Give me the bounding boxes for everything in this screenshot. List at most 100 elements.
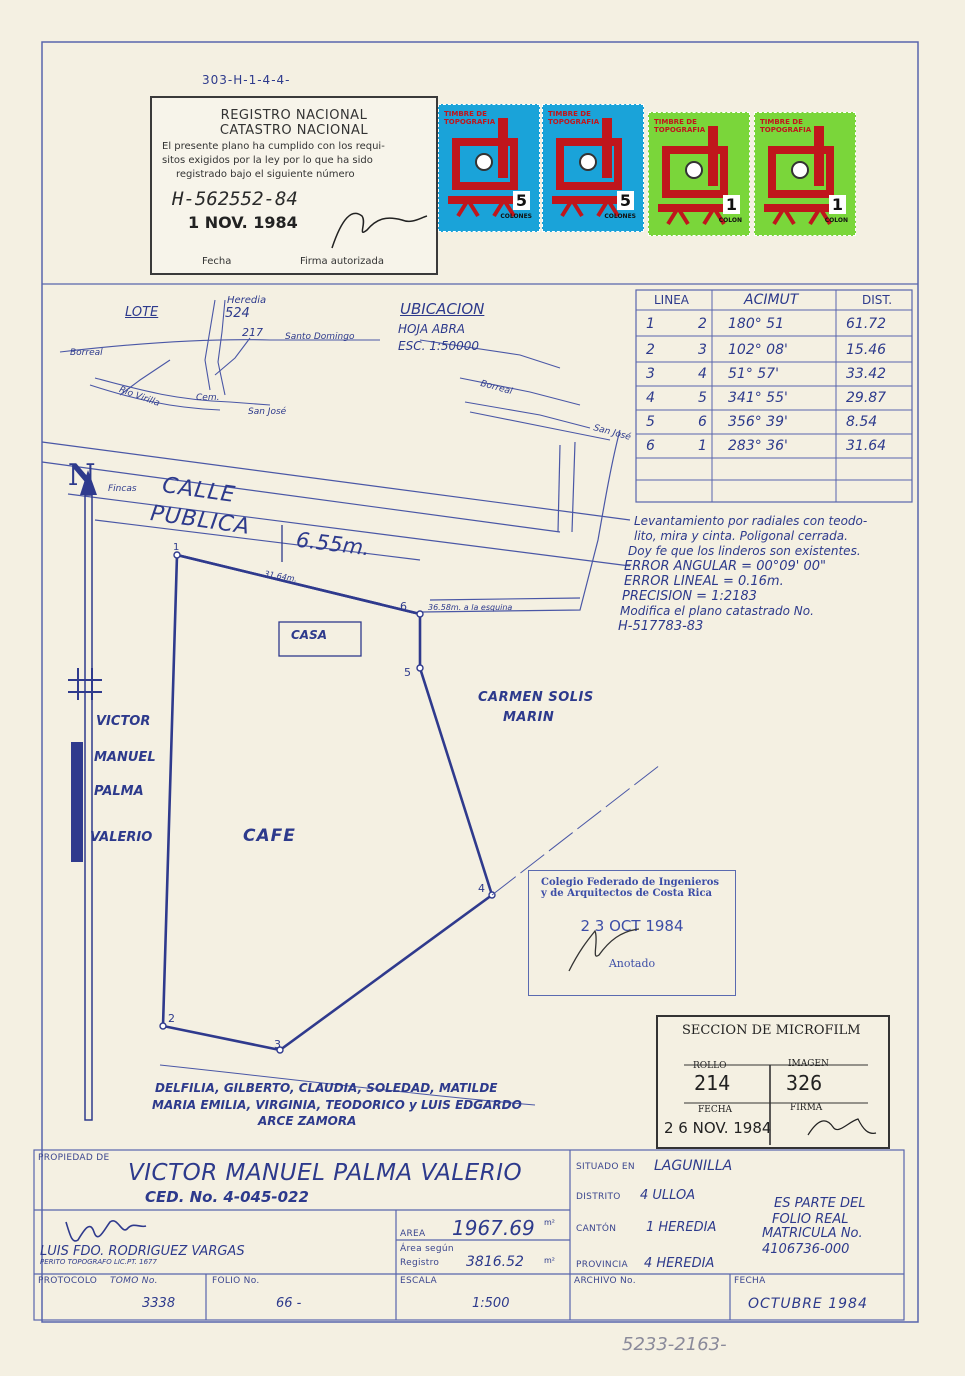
rollo-value: 214 bbox=[694, 1071, 731, 1095]
topografo-sub: PERITO TOPOGRAFO LIC.PT. 1677 bbox=[40, 1258, 157, 1266]
escala-label: ESCALA bbox=[400, 1276, 438, 1286]
footer-grid bbox=[33, 1149, 905, 1321]
cell-acimut: 180° 51 bbox=[728, 316, 784, 332]
stamp-art bbox=[658, 126, 728, 226]
area-value: 1967.69 bbox=[452, 1216, 535, 1240]
registro-text-2: sitos exigidos por la ley por lo que ha … bbox=[162, 155, 373, 166]
cell-acimut: 102° 08' bbox=[728, 342, 788, 358]
cell-to: 2 bbox=[698, 316, 707, 332]
microfilm-firma-label: FIRMA bbox=[790, 1103, 823, 1113]
parte-1: ES PARTE DEL bbox=[774, 1196, 866, 1211]
parte-2: FOLIO REAL bbox=[772, 1212, 849, 1227]
stamp-art bbox=[764, 126, 834, 226]
note-8: H-517783-83 bbox=[618, 619, 704, 634]
cell-dist: 61.72 bbox=[846, 316, 887, 332]
cell-dist: 29.87 bbox=[846, 390, 887, 406]
stamp-unit: COLONES bbox=[604, 213, 636, 220]
area-label: AREA bbox=[400, 1229, 426, 1239]
registro-box: REGISTRO NACIONAL CATASTRO NACIONAL El p… bbox=[150, 96, 438, 275]
n217-label: 217 bbox=[242, 326, 263, 339]
ref-number: 303-H-1-4-4- bbox=[202, 73, 291, 87]
north-label: N bbox=[68, 458, 96, 493]
vecino-sur-1: DELFILIA, GILBERTO, CLAUDIA, SOLEDAD, MA… bbox=[155, 1081, 498, 1095]
vertex-6: 6 bbox=[400, 600, 407, 613]
registro-title: REGISTRO NACIONAL bbox=[220, 108, 368, 123]
folio-label: FOLIO No. bbox=[212, 1276, 260, 1286]
cell-dist: 15.46 bbox=[846, 342, 887, 358]
microfilm-stamp: SECCION DE MICROFILM ROLLO IMAGEN 214 32… bbox=[656, 1015, 890, 1149]
provincia-value: 4 HEREDIA bbox=[644, 1256, 715, 1271]
note-4: ERROR ANGULAR = 00°09' 00" bbox=[624, 559, 827, 574]
stamp-value: 1 bbox=[722, 195, 740, 214]
cell-from: 2 bbox=[646, 342, 655, 358]
vertex-3: 3 bbox=[274, 1038, 281, 1051]
imagen-value: 326 bbox=[786, 1071, 823, 1095]
catastro-title: CATASTRO NACIONAL bbox=[219, 123, 369, 138]
colegio-anotado: Anotado bbox=[608, 957, 656, 970]
parte-3: MATRICULA No. bbox=[762, 1226, 863, 1241]
vertex-2: 2 bbox=[168, 1012, 175, 1025]
esquina-label: 36.58m. a la esquina bbox=[428, 603, 513, 612]
cell-acimut: 341° 55' bbox=[728, 390, 788, 406]
tomo-value: 3338 bbox=[142, 1296, 176, 1311]
th-acimut: ACIMUT bbox=[744, 292, 799, 308]
registro-signature bbox=[331, 212, 428, 249]
fecha-label-footer: FECHA bbox=[734, 1276, 766, 1286]
stamp-unit: COLON bbox=[718, 217, 742, 224]
microfilm-fecha-label: FECHA bbox=[698, 1105, 733, 1115]
th-linea: LINEA bbox=[654, 293, 689, 307]
casa-outline bbox=[278, 621, 362, 657]
street-lines bbox=[41, 429, 631, 613]
vecino-oeste-2: MANUEL bbox=[94, 750, 156, 765]
bottom-ref: 5233-2163- bbox=[622, 1334, 727, 1355]
table-frame bbox=[635, 289, 913, 503]
area-registro-unit: m² bbox=[544, 1256, 555, 1265]
propietario: VICTOR MANUEL PALMA VALERIO bbox=[128, 1160, 523, 1186]
cell-from: 5 bbox=[646, 414, 655, 430]
situado-label: SITUADO EN bbox=[576, 1162, 635, 1172]
stamp-label: TIMBRE DE TOPOGRAFIA bbox=[548, 110, 600, 126]
archivo-label: ARCHIVO No. bbox=[574, 1276, 636, 1286]
stamp-value: 5 bbox=[512, 191, 530, 210]
fincas-label: Fincas bbox=[108, 484, 137, 494]
cell-dist: 33.42 bbox=[846, 366, 887, 382]
stamp-label: TIMBRE DE TOPOGRAFIA bbox=[654, 118, 706, 134]
folio-value: 66 - bbox=[276, 1296, 302, 1311]
vertex-5: 5 bbox=[404, 666, 411, 679]
casa-label: CASA bbox=[291, 628, 328, 642]
cell-to: 4 bbox=[698, 366, 707, 382]
stamp-label: TIMBRE DE TOPOGRAFIA bbox=[444, 110, 496, 126]
cedula: CED. No. 4-045-022 bbox=[145, 1188, 309, 1206]
cell-acimut: 356° 39' bbox=[728, 414, 788, 430]
cell-from: 4 bbox=[646, 390, 655, 406]
cell-to: 1 bbox=[698, 438, 707, 454]
lote-label: LOTE bbox=[125, 305, 159, 320]
colegio-signature bbox=[568, 928, 640, 972]
vertex-1: 1 bbox=[173, 542, 180, 553]
registro-text: El presente plano ha cumplido con los re… bbox=[152, 138, 436, 182]
distrito-label: DISTRITO bbox=[576, 1192, 621, 1202]
cem-label: Cem. bbox=[196, 393, 220, 403]
n524-label: 524 bbox=[225, 306, 250, 321]
note-1: Levantamiento por radiales con teodo- bbox=[634, 514, 868, 528]
provincia-label: PROVINCIA bbox=[576, 1260, 628, 1270]
cell-acimut: 51° 57' bbox=[728, 366, 779, 382]
topografo: LUIS FDO. RODRIGUEZ VARGAS bbox=[40, 1244, 245, 1259]
escala-ubicacion: ESC. 1:50000 bbox=[398, 339, 480, 353]
cell-dist: 31.64 bbox=[846, 438, 887, 454]
firma-label: Firma autorizada bbox=[300, 256, 385, 267]
cell-from: 6 bbox=[646, 438, 655, 454]
registro-number: H-562552-84 bbox=[172, 188, 298, 210]
th-dist: DIST. bbox=[862, 293, 893, 307]
cafe-label: CAFE bbox=[243, 826, 296, 846]
vecino-sur-2: MARIA EMILIA, VIRGINIA, TEODORICO y LUIS… bbox=[152, 1098, 522, 1112]
tomo-label: TOMO No. bbox=[110, 1276, 158, 1286]
west-neighbour-bar bbox=[71, 742, 83, 862]
colegio-line-2: y de Arquitectos de Costa Rica bbox=[541, 888, 713, 899]
